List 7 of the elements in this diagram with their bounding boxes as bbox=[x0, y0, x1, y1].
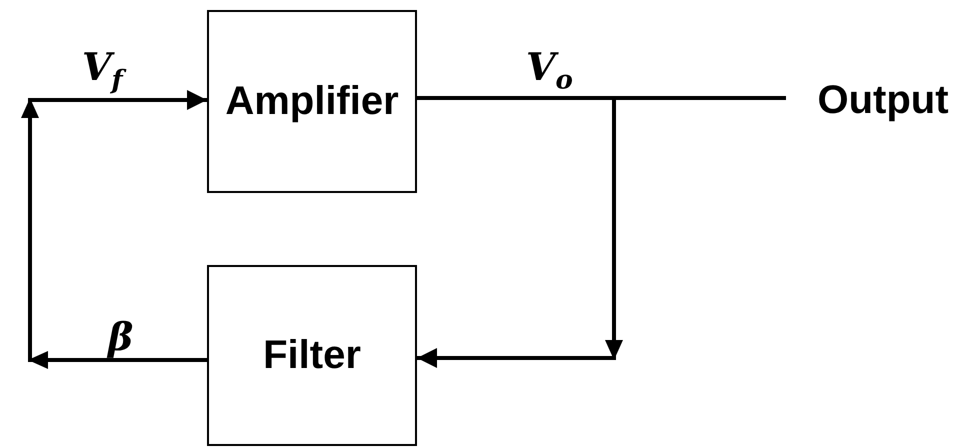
amplifier-block bbox=[207, 10, 417, 193]
output-label: Output bbox=[817, 78, 949, 122]
filter-block bbox=[207, 265, 417, 446]
signal-label: β bbox=[108, 318, 134, 356]
block-label: Filter bbox=[263, 333, 361, 378]
signal-label: V$_{o}$ bbox=[526, 48, 573, 94]
block-label: Amplifier bbox=[225, 79, 399, 124]
